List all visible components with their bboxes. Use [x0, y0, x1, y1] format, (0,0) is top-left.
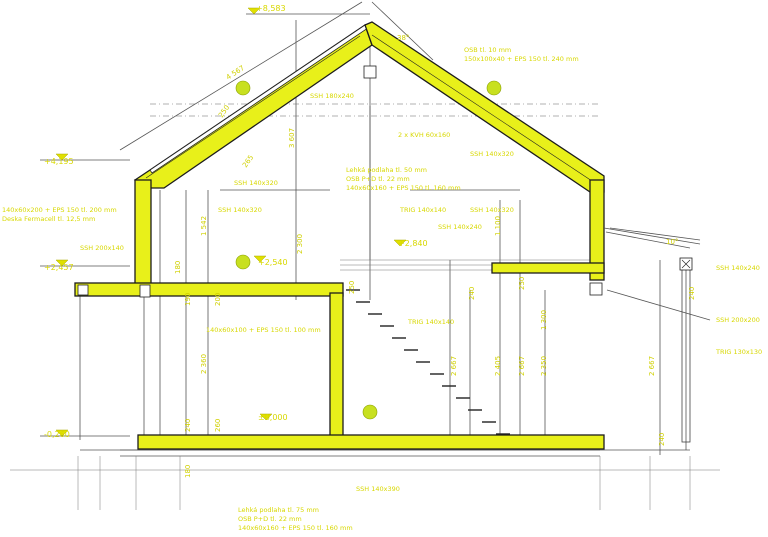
ground-floor-slab [137, 434, 605, 450]
dim-d19: 180 [184, 465, 192, 478]
dim-d14: 240 [688, 287, 696, 300]
dim-d11: 265 [241, 154, 255, 170]
dim-d1: 1 542 [200, 216, 208, 236]
label-floor-comp2: OSB P+D tl. 22 mm [346, 175, 410, 183]
label-ssh-mid: SSH 140x320 [470, 206, 514, 214]
wall-right-upper [589, 179, 605, 281]
loft-floor [491, 262, 605, 274]
wall-left-upper [134, 179, 152, 285]
label-canopy-post: TRIG 130x130 [715, 348, 762, 356]
label-int-wall: 140x60x100 + EPS 150 tl. 100 mm [206, 326, 321, 334]
angle-canopy: 10° [666, 238, 678, 246]
level-loft: +2,840 [398, 239, 428, 248]
label-wall-comp: 140x60x200 + EPS 150 tl. 200 mm [2, 206, 117, 214]
dim-d3: 2 360 [200, 354, 208, 374]
level-ground: ±0,000 [258, 413, 288, 422]
roof-left [133, 23, 373, 189]
dim-d4: 2 300 [296, 234, 304, 254]
label-canopy-beam2: SSH 200x200 [716, 316, 760, 324]
dim-d15: 260 [214, 419, 222, 432]
dim-ridge-h: 3 607 [288, 128, 296, 148]
floor-beam-left [74, 282, 344, 297]
dim-d6: 2 667 [518, 356, 526, 376]
label-ssh-240: SSH 140x240 [438, 223, 482, 231]
label-rafter2: SSH 140x320 [234, 179, 278, 187]
label-floor-comp3: 140x60x160 + EPS 150 tl. 160 mm [346, 184, 461, 192]
label-floor-comp: Lehká podlaha tl. 50 mm [346, 166, 427, 174]
label-collar: 2 x KVH 60x160 [398, 131, 450, 139]
label-ground-floor2: OSB P+D tl. 22 mm [238, 515, 302, 523]
level-ridge: +8,583 [256, 4, 286, 13]
dim-d22: 240 [468, 287, 476, 300]
label-ground-floor3: 140x60x160 + EPS 150 tl. 160 mm [238, 524, 353, 532]
dim-d5: 2 667 [450, 356, 458, 376]
dim-d20: 180 [174, 261, 182, 274]
label-trig-upper: TRIG 140x140 [399, 206, 446, 214]
dim-d9: 2 405 [494, 356, 502, 376]
stairs [346, 289, 510, 435]
level-upper-left: +4,195 [44, 157, 74, 166]
label-base-beam: SSH 140x390 [356, 485, 400, 493]
dim-d23: 250 [518, 277, 526, 290]
level-mid-inner: +2,540 [258, 258, 288, 267]
label-canopy-beam: SSH 140x240 [716, 264, 760, 272]
label-wall-comp2: Deska Fermacell tl. 12,5 mm [2, 215, 95, 223]
label-roof-build2: 150x100x40 + EPS 150 tl. 240 mm [464, 55, 579, 63]
dim-d16: 240 [184, 419, 192, 432]
angle-roof: 38° [397, 34, 409, 42]
dim-d2: 1 100 [494, 216, 502, 236]
dim-d8: 2 667 [648, 356, 656, 376]
label-beam-left: SSH 200x140 [80, 244, 124, 252]
beam-sections [77, 65, 603, 298]
interior-wall [329, 292, 344, 439]
dim-d13: 240 [658, 433, 666, 446]
label-roof-build: OSB tl. 10 mm [464, 46, 511, 54]
level-mid-left: +2,457 [44, 263, 74, 272]
dim-d17: 190 [184, 293, 192, 306]
pin-markers [235, 80, 502, 420]
label-ground-floor: Lehká podlaha tl. 75 mm [238, 506, 319, 514]
canopy [603, 227, 701, 443]
dim-d18: 200 [214, 293, 222, 306]
label-trig-stair: TRIG 140x140 [407, 318, 454, 326]
label-rafter3: SSH 140x320 [470, 150, 514, 158]
dim-d21: 250 [348, 281, 356, 294]
label-rafter1: SSH 180x240 [310, 92, 354, 100]
level-markers [55, 7, 407, 437]
dim-d7: 2 350 [540, 356, 548, 376]
label-wall-left: SSH 140x320 [218, 206, 262, 214]
dim-d10: 1 300 [540, 310, 548, 330]
level-ground-left: -0,260 [44, 430, 70, 439]
